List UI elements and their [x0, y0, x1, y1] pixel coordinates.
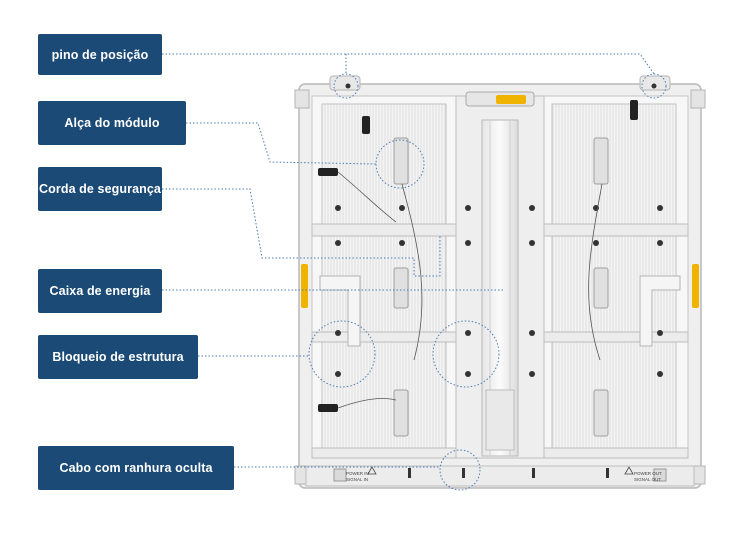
label-safety-rope: Corda de segurança — [38, 167, 162, 211]
signal-out-text: SIGNAL OUT — [634, 477, 661, 482]
leader-lines — [162, 53, 655, 468]
module-handle — [465, 91, 535, 107]
label-position-pin: pino de posição — [38, 34, 162, 75]
handle-leader — [186, 122, 377, 165]
pin-leader — [162, 53, 655, 75]
left-latch — [301, 264, 308, 308]
rope-leader — [162, 188, 441, 277]
pin-highlight-left — [333, 73, 359, 99]
right-latch — [692, 264, 699, 308]
internal-wires — [337, 171, 603, 409]
lock-highlight-left — [308, 320, 376, 388]
safety-rope-connectors — [318, 100, 638, 412]
power-out-text: POWER OUT — [634, 471, 662, 476]
central-tube — [481, 119, 519, 457]
power-in-text: POWER IN — [346, 471, 369, 476]
bottom-rail — [305, 465, 695, 487]
power-boxes — [393, 137, 609, 437]
signal-in-text: SIGNAL IN — [346, 477, 368, 482]
label-hidden-cable: Cabo com ranhura oculta — [38, 446, 234, 490]
lock-highlight-center — [432, 320, 500, 388]
highlight-circles — [308, 73, 667, 491]
label-structure-lock: Bloqueio de estrutura — [38, 335, 198, 379]
mounting-screws — [335, 83, 663, 377]
pin-highlight-right — [641, 73, 667, 99]
label-module-handle: Alça do módulo — [38, 101, 186, 145]
handle-highlight — [375, 139, 425, 189]
label-power-box: Caixa de energia — [38, 269, 162, 313]
cable-highlight — [439, 449, 481, 491]
